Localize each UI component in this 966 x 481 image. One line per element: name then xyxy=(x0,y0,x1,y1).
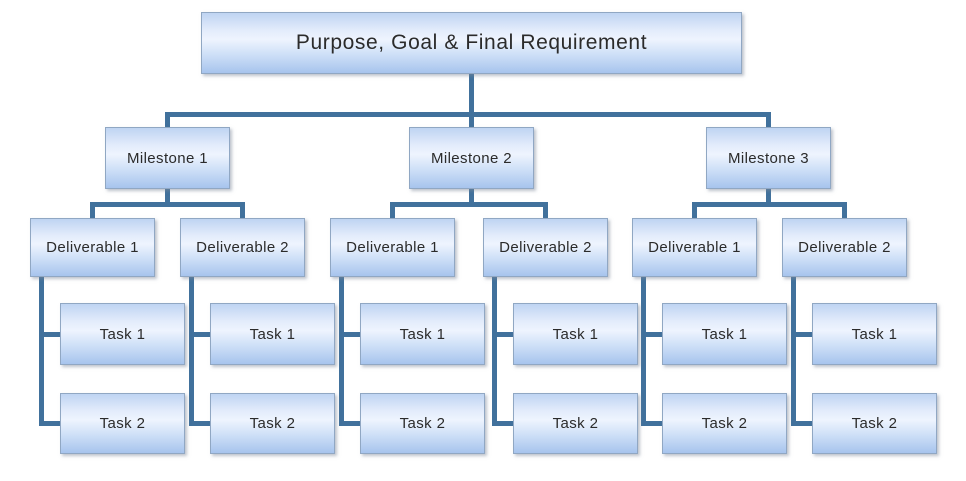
task-3-2-1-label: Task 1 xyxy=(851,325,898,343)
task-1-1-2-node: Task 2 xyxy=(60,393,185,454)
connector-d11-stub2 xyxy=(39,421,60,426)
task-1-2-2-node: Task 2 xyxy=(210,393,335,454)
task-2-2-1-label: Task 1 xyxy=(552,325,599,343)
connector-d12-stub1 xyxy=(189,332,210,337)
connector-m1-d1-drop xyxy=(90,202,95,218)
deliverable-3-1-label: Deliverable 1 xyxy=(648,239,741,256)
task-1-1-2-label: Task 2 xyxy=(99,415,146,432)
deliverable-1-1-label: Deliverable 1 xyxy=(46,239,139,256)
task-2-2-2-node: Task 2 xyxy=(513,393,638,454)
root-node: Purpose, Goal & Final Requirement xyxy=(201,12,742,74)
connector-m3-d2-drop xyxy=(842,202,847,218)
deliverable-2-1-label: Deliverable 1 xyxy=(346,239,439,256)
connector-m3-vertical xyxy=(766,189,771,202)
connector-d21-stub2 xyxy=(339,421,360,426)
connector-d31-stub1 xyxy=(641,332,662,337)
connector-m3-horizontal xyxy=(692,202,847,207)
connector-m1-horizontal xyxy=(90,202,245,207)
milestone-1-label: Milestone 1 xyxy=(126,149,209,167)
task-3-2-2-label: Task 2 xyxy=(851,415,898,432)
task-1-2-2-label: Task 2 xyxy=(249,415,296,432)
root-node-label: Purpose, Goal & Final Requirement xyxy=(295,31,648,54)
task-3-1-2-node: Task 2 xyxy=(662,393,787,454)
connector-m1-d2-drop xyxy=(240,202,245,218)
connector-d31-hang xyxy=(641,277,646,426)
task-2-1-1-node: Task 1 xyxy=(360,303,485,365)
task-2-2-2-label: Task 2 xyxy=(552,415,599,432)
task-3-1-1-label: Task 1 xyxy=(701,325,748,343)
connector-m2-d1-drop xyxy=(390,202,395,218)
connector-milestone-3-drop xyxy=(766,112,771,127)
connector-d22-hang xyxy=(492,277,497,426)
deliverable-3-2-label: Deliverable 2 xyxy=(798,239,891,256)
task-3-1-1-node: Task 1 xyxy=(662,303,787,365)
connector-m3-d1-drop xyxy=(692,202,697,218)
task-1-1-1-label: Task 1 xyxy=(99,325,146,343)
connector-d11-hang xyxy=(39,277,44,426)
connector-root-vertical xyxy=(469,74,474,127)
connector-d32-stub1 xyxy=(791,332,812,337)
deliverable-3-1-node: Deliverable 1 xyxy=(632,218,757,277)
connector-d21-hang xyxy=(339,277,344,426)
deliverable-2-1-node: Deliverable 1 xyxy=(330,218,455,277)
connector-m2-d2-drop xyxy=(543,202,548,218)
connector-d11-stub1 xyxy=(39,332,60,337)
connector-m2-horizontal xyxy=(390,202,548,207)
connector-d12-hang xyxy=(189,277,194,426)
task-1-1-1-node: Task 1 xyxy=(60,303,185,365)
milestone-2-label: Milestone 2 xyxy=(430,149,513,167)
milestone-3-node: Milestone 3 xyxy=(706,127,831,189)
milestone-3-label: Milestone 3 xyxy=(727,149,810,167)
task-3-2-2-node: Task 2 xyxy=(812,393,937,454)
connector-d32-stub2 xyxy=(791,421,812,426)
deliverable-2-2-label: Deliverable 2 xyxy=(499,239,592,256)
connector-milestone-1-drop xyxy=(165,112,170,127)
connector-d12-stub2 xyxy=(189,421,210,426)
deliverable-1-2-label: Deliverable 2 xyxy=(196,239,289,256)
deliverable-2-2-node: Deliverable 2 xyxy=(483,218,608,277)
connector-d32-hang xyxy=(791,277,796,426)
task-2-1-2-node: Task 2 xyxy=(360,393,485,454)
task-1-2-1-node: Task 1 xyxy=(210,303,335,365)
task-3-2-1-node: Task 1 xyxy=(812,303,937,365)
task-2-1-2-label: Task 2 xyxy=(399,415,446,432)
milestone-1-node: Milestone 1 xyxy=(105,127,230,189)
deliverable-1-2-node: Deliverable 2 xyxy=(180,218,305,277)
deliverable-1-1-node: Deliverable 1 xyxy=(30,218,155,277)
connector-m2-vertical xyxy=(469,189,474,202)
connector-d22-stub1 xyxy=(492,332,513,337)
task-1-2-1-label: Task 1 xyxy=(249,325,296,343)
task-3-1-2-label: Task 2 xyxy=(701,415,748,432)
connector-d21-stub1 xyxy=(339,332,360,337)
connector-m1-vertical xyxy=(165,189,170,202)
deliverable-3-2-node: Deliverable 2 xyxy=(782,218,907,277)
connector-d22-stub2 xyxy=(492,421,513,426)
connector-milestones-horizontal xyxy=(165,112,771,117)
task-2-2-1-node: Task 1 xyxy=(513,303,638,365)
connector-d31-stub2 xyxy=(641,421,662,426)
milestone-2-node: Milestone 2 xyxy=(409,127,534,189)
task-2-1-1-label: Task 1 xyxy=(399,325,446,343)
